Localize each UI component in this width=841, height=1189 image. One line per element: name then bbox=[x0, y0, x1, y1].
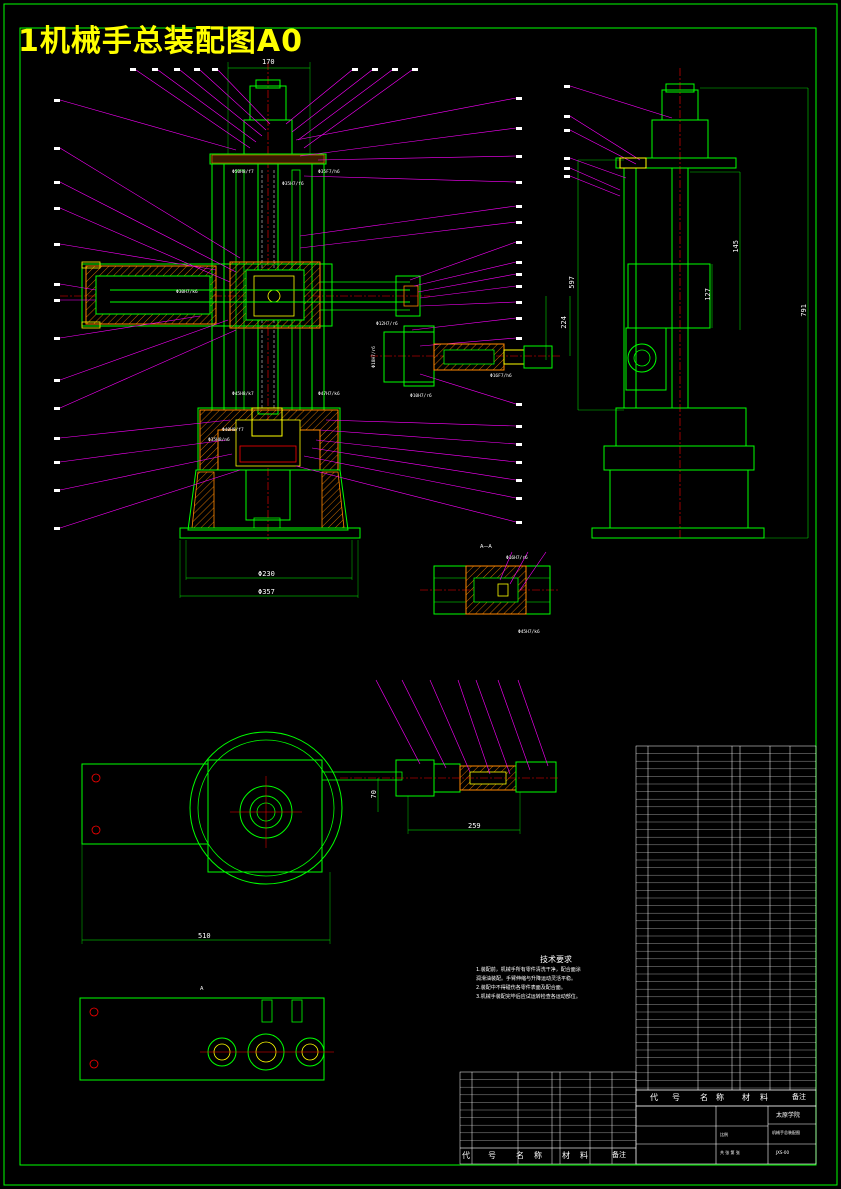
header-material: 材 bbox=[562, 1151, 572, 1160]
header-code: 代 bbox=[462, 1151, 472, 1160]
technical-requirements: 技术要求 1.装配前，机械手所有零件清洗干净，配合面涂 润滑油装配。手臂伸缩与升… bbox=[476, 955, 636, 1002]
header-material: 料 bbox=[760, 1093, 770, 1102]
dim-top-width: 170 bbox=[262, 58, 275, 66]
header-code: 号 bbox=[488, 1151, 498, 1160]
drawing-number: JXS-00 bbox=[776, 1150, 789, 1155]
fit-label: Φ16F7/h6 bbox=[490, 374, 512, 379]
fit-label: Φ35H8/n6 bbox=[208, 438, 230, 443]
dim-height-145: 145 bbox=[732, 240, 740, 253]
fit-label: Φ10H7/r6 bbox=[410, 394, 432, 399]
fit-label: Φ30H7/k6 bbox=[176, 290, 198, 295]
tech-item: 3.机械手装配完毕后应试运转检查各运动部位。 bbox=[476, 994, 581, 1000]
fit-label: Φ50H8/f7 bbox=[232, 170, 254, 175]
header-remark: 备注 bbox=[792, 1093, 806, 1101]
plan-view bbox=[81, 679, 560, 944]
outer-frame bbox=[3, 3, 838, 1186]
front-section-view bbox=[54, 62, 522, 598]
header-name: 称 bbox=[716, 1093, 726, 1102]
fit-label: Φ18H7/r6 bbox=[372, 346, 377, 368]
dim-height-597: 597 bbox=[568, 276, 576, 289]
fit-label: Φ47H7/k6 bbox=[318, 392, 340, 397]
header-name: 名 bbox=[516, 1151, 526, 1160]
fit-label: Φ35H7/f6 bbox=[282, 182, 304, 187]
header-name: 名 bbox=[700, 1093, 710, 1102]
fit-label: Φ45H7/k6 bbox=[518, 630, 540, 635]
section-a-a-view bbox=[420, 551, 560, 615]
header-material: 材 bbox=[742, 1093, 752, 1102]
side-view bbox=[564, 68, 809, 540]
tech-item: 润滑油装配。手臂伸缩与升降运动灵活平稳。 bbox=[476, 976, 577, 982]
dim-height-127: 127 bbox=[704, 288, 712, 301]
header-remark: 备注 bbox=[612, 1151, 626, 1159]
fit-label: Φ35F7/h6 bbox=[318, 170, 340, 175]
dim-stroke: 224 bbox=[560, 316, 568, 329]
section-label: A—A bbox=[480, 544, 492, 550]
dim-height-791: 791 bbox=[800, 304, 808, 317]
school-name: 太原学院 bbox=[776, 1112, 801, 1119]
header-code: 号 bbox=[672, 1093, 682, 1102]
fit-label: Φ45H8/k7 bbox=[232, 392, 254, 397]
dim-plan-arm: 259 bbox=[468, 822, 481, 830]
header-material: 料 bbox=[580, 1151, 590, 1160]
dim-plan-width: 510 bbox=[198, 932, 211, 940]
sheet-label: 共 张 第 张 bbox=[720, 1150, 740, 1155]
header-code: 代 bbox=[650, 1093, 660, 1102]
tech-heading: 技术要求 bbox=[540, 955, 572, 964]
drawing-name: 机械手总装配图 bbox=[772, 1130, 800, 1135]
view-a bbox=[79, 997, 334, 1081]
tech-item: 2.装配中不得碰伤各零件表面及配合面。 bbox=[476, 985, 566, 991]
dim-base-outer: Φ357 bbox=[258, 588, 275, 596]
scale-label: 比例 bbox=[720, 1132, 728, 1137]
drawing-title: 1机械手总装配图A0 bbox=[18, 24, 303, 59]
view-label: A bbox=[200, 986, 204, 992]
fit-label: Φ40H8/f7 bbox=[222, 428, 244, 433]
dim-plan-small: 70 bbox=[370, 790, 378, 799]
header-name: 称 bbox=[534, 1151, 544, 1160]
fit-label: Φ12H7/r6 bbox=[376, 322, 398, 327]
parts-list-right bbox=[635, 745, 817, 1091]
gripper-detail-view bbox=[370, 296, 560, 387]
inner-frame bbox=[19, 27, 817, 1166]
parts-list-left bbox=[459, 1071, 637, 1165]
fit-label: Φ16H7/r6 bbox=[506, 556, 528, 561]
tech-item: 1.装配前，机械手所有零件清洗干净，配合面涂 bbox=[476, 967, 581, 973]
title-block bbox=[635, 1089, 817, 1165]
dim-base-inner: Φ230 bbox=[258, 570, 275, 578]
